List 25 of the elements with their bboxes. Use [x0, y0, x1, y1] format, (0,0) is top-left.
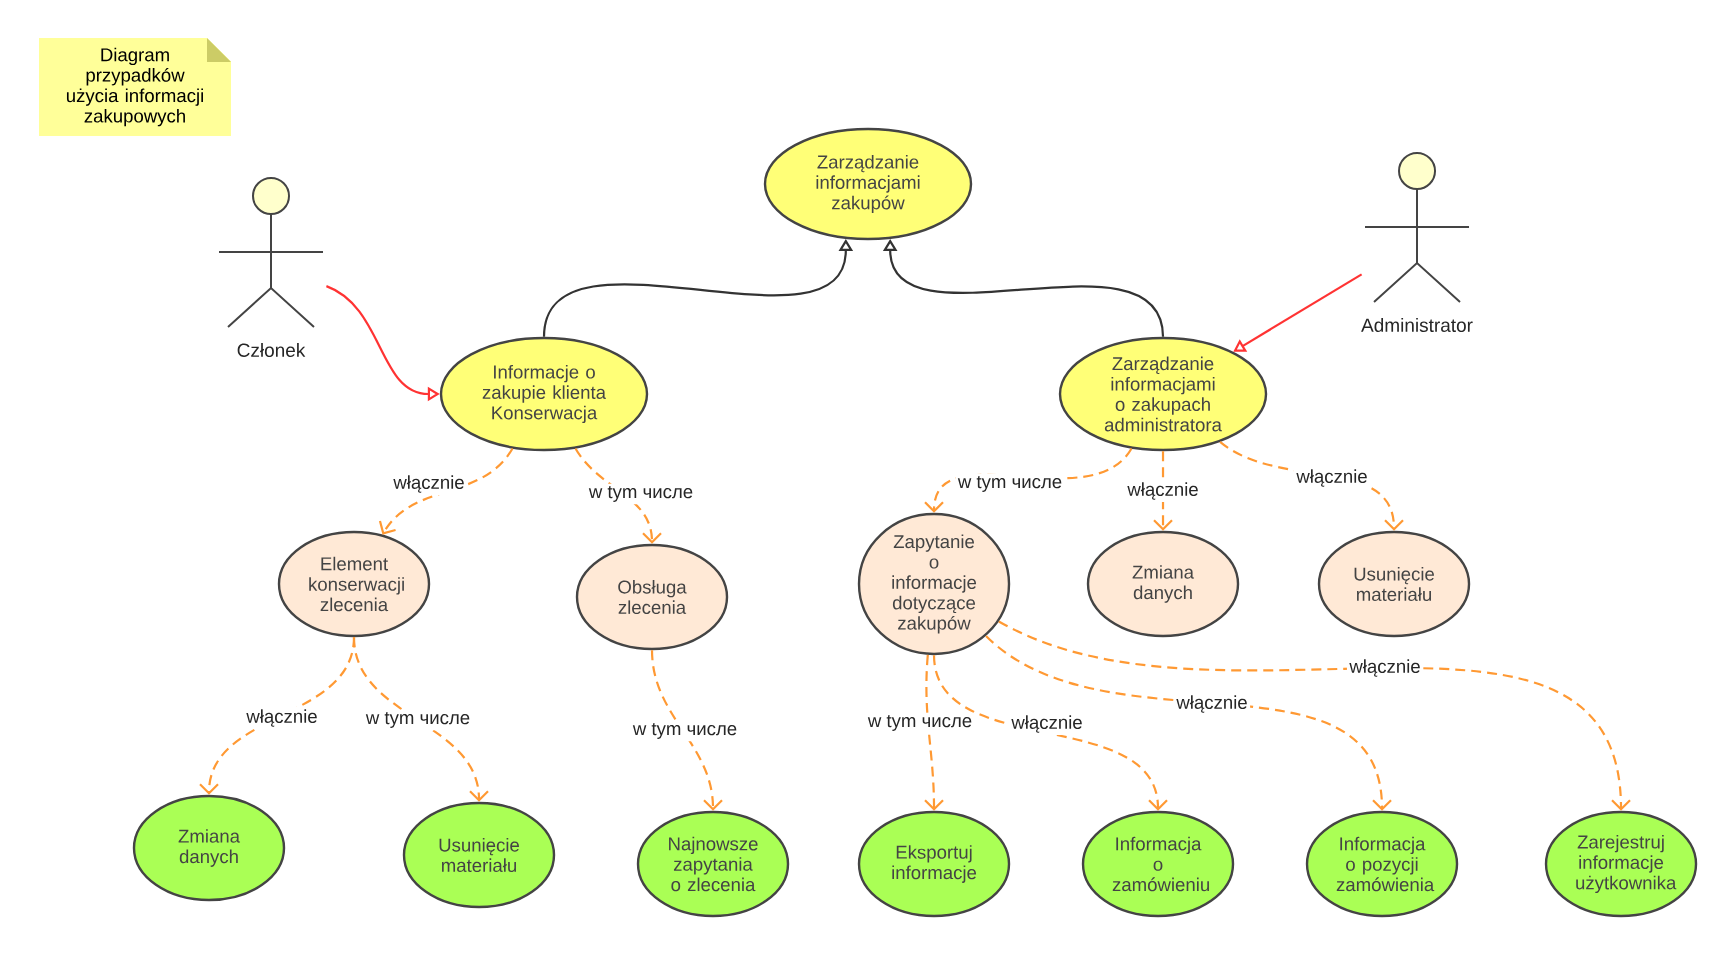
edge-label: włącznie — [1124, 479, 1202, 503]
arrow — [574, 447, 662, 544]
arrow — [1233, 273, 1363, 352]
arrow — [924, 654, 944, 811]
edge-label: włącznie — [1293, 466, 1371, 490]
edge-label: w tym числе — [865, 712, 975, 734]
edge-label: włącznie — [1173, 692, 1251, 716]
edge-label: w tym числе — [630, 720, 740, 742]
arrow — [998, 620, 1631, 811]
edge-label: włącznie — [1008, 712, 1086, 736]
arrow — [650, 650, 723, 811]
actor: Administrator — [1361, 152, 1473, 332]
arrow — [1153, 451, 1173, 531]
edge-label: w tym числе — [363, 709, 473, 731]
note: Diagram przypadków użycia informacji zakupowych — [39, 38, 232, 136]
node-label: Administrator — [1361, 318, 1473, 332]
arrow — [378, 447, 514, 535]
edge-label: włącznie — [1346, 656, 1424, 680]
edge-label: włącznie — [243, 706, 321, 730]
node-label: Członek — [237, 343, 306, 357]
arrow — [352, 637, 489, 802]
actor: Członek — [218, 177, 324, 357]
edge-label: w tym числе — [955, 473, 1065, 495]
edge-label: w tym числе — [586, 483, 696, 505]
edge-label: włącznie — [390, 472, 468, 496]
